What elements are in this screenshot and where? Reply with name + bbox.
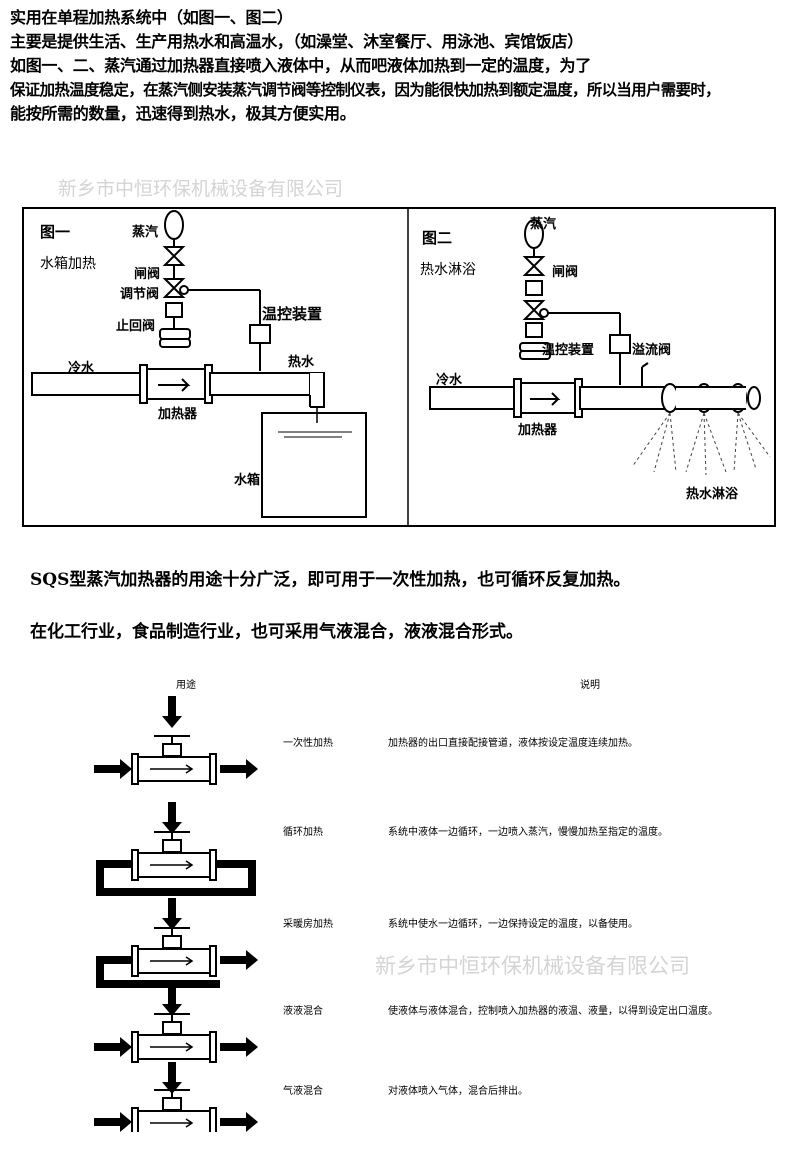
fig2-gate-valve-label: 闸阀	[552, 265, 579, 280]
fig1-diagram	[31, 210, 367, 518]
row1-desc: 加热器的出口直接配接管道，液体按设定温度连续加热。	[388, 738, 638, 749]
intro-line-5: 能按所需的数量，迅速得到热水，极其方便实用。	[10, 104, 356, 123]
sentence-usage: SQS型蒸汽加热器的用途十分广泛，即可用于一次性加热，也可循环反复加热。	[30, 570, 631, 590]
row2-desc: 系统中液体一边循环，一边喷入蒸汽，慢慢加热至指定的温度。	[388, 827, 668, 838]
row5-desc: 对液体喷入气体，混合后排出。	[388, 1086, 528, 1097]
fig2-steam-label: 蒸汽	[530, 217, 557, 232]
fig2-overflow-label: 溢流阀	[632, 343, 672, 358]
row2-use: 循环加热	[283, 827, 323, 838]
row4-out-arrow-icon	[220, 1037, 258, 1057]
intro-text: 实用在单程加热系统中（如图一、图二） 主要是提供生活、生产用热水和高温水，（如澡…	[10, 6, 786, 126]
row3-use: 采暖房加热	[283, 919, 333, 930]
watermark-bottom: 新乡市中恒环保机械设备有限公司	[375, 954, 690, 978]
fig2-cold-water-label: 冷水	[436, 373, 463, 388]
fig1-tank-label: 水箱	[234, 473, 261, 488]
intro-line-2: 主要是提供生活、生产用热水和高温水，（如澡堂、沐室餐厅、用泳池、宾馆饭店）	[10, 32, 583, 51]
intro-line-1: 实用在单程加热系统中（如图一、图二）	[10, 8, 293, 27]
fig1-check-valve-label: 止回阀	[116, 319, 156, 334]
figure-panel: 图一 水箱加热 蒸汽 闸阀 调节阀 止回阀 温控装置 热水 冷水 加热器 水箱 …	[22, 207, 776, 527]
fig1-subtitle: 水箱加热	[40, 256, 96, 272]
row3-out-arrow-icon	[220, 950, 258, 970]
sentence-industry: 在化工行业，食品制造行业，也可采用气液混合，液液混合形式。	[30, 622, 523, 642]
intro-line-4: 保证加热温度稳定，在蒸汽侧安装蒸汽调节阀等控制仪表，因为能很快加热到额定温度，所…	[10, 81, 721, 99]
row4-in-arrow-icon	[94, 1037, 132, 1057]
row3-desc: 系统中使水一边循环，一边保持设定的温度，以备使用。	[388, 919, 638, 930]
row5-in-arrow-icon	[94, 1112, 132, 1132]
fig2-subtitle: 热水淋浴	[420, 262, 476, 278]
row2-steam-arrow-icon	[162, 802, 182, 834]
header-desc: 说明	[580, 680, 600, 691]
fig1-gate-valve-label: 闸阀	[134, 267, 161, 282]
fig1-cold-water-label: 冷水	[68, 361, 95, 376]
fig2-temp-ctrl-label: 温控装置	[542, 343, 595, 358]
row5-out-arrow-icon	[220, 1112, 258, 1132]
row1-heater-icon	[131, 735, 217, 785]
fig1-title: 图一	[40, 223, 71, 241]
row5-use: 气液混合	[283, 1086, 323, 1097]
fig1-hot-water-label: 热水	[288, 355, 315, 370]
row2-heater-icon	[131, 831, 217, 881]
fig1-temp-ctrl-label: 温控装置	[262, 305, 323, 323]
row4-heater-icon	[131, 1013, 217, 1063]
shower-spray	[631, 412, 771, 476]
fig2-shower-label: 热水淋浴	[686, 487, 739, 502]
row3-heater-icon	[131, 927, 217, 977]
figure-drawing	[22, 207, 776, 527]
row3-steam-arrow-icon	[162, 898, 182, 930]
row3-loop-icon	[96, 956, 220, 988]
row2-loop-icon	[96, 860, 256, 896]
row4-use: 液液混合	[283, 1006, 323, 1017]
row1-out-arrow-icon	[220, 759, 258, 779]
usage-table: 用途 说明	[0, 670, 790, 1140]
watermark-top: 新乡市中恒环保机械设备有限公司	[58, 178, 344, 200]
row5-heater-icon	[131, 1089, 217, 1132]
fig1-steam-label: 蒸汽	[132, 225, 159, 240]
fig1-heater-label: 加热器	[158, 407, 198, 422]
fig2-title: 图二	[422, 229, 453, 247]
fig2-heater-label: 加热器	[518, 423, 558, 438]
row4-steam-arrow-icon	[162, 984, 182, 1016]
row1-use: 一次性加热	[283, 738, 333, 749]
row1-in-arrow-icon	[94, 759, 132, 779]
intro-line-3: 如图一、二、蒸汽通过加热器直接喷入液体中，从而吧液体加热到一定的温度，为了	[10, 56, 591, 75]
usage-diagrams	[94, 696, 258, 1132]
row4-desc: 使液体与液体混合，控制喷入加热器的液温、液量，以得到设定出口温度。	[388, 1006, 718, 1017]
fig2-diagram	[429, 219, 761, 418]
fig1-reg-valve-label: 调节阀	[120, 287, 160, 302]
row1-steam-arrow-icon	[162, 696, 182, 728]
header-use: 用途	[176, 680, 196, 691]
